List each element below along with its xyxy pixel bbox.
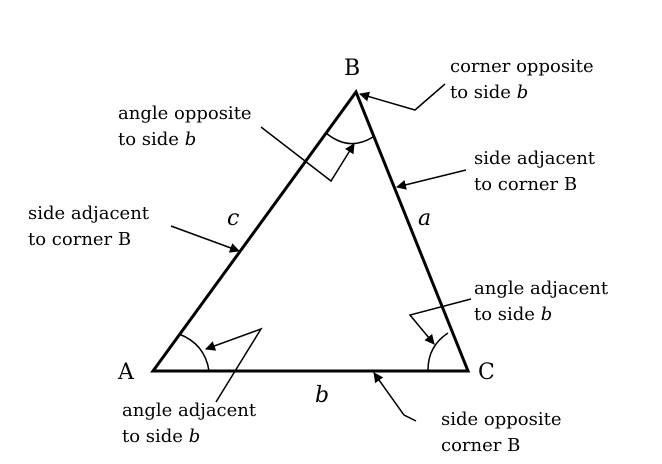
annotation-angle-opposite: angle opposite to side b bbox=[118, 101, 252, 153]
side-variable: b bbox=[184, 129, 197, 150]
angle-arc-a bbox=[178, 333, 210, 372]
annotation-line: side opposite bbox=[441, 409, 562, 430]
leader-side-adjacent-right bbox=[396, 169, 467, 190]
annotation-side-opposite: side opposite corner B bbox=[441, 407, 562, 459]
leader-side-adjacent-left bbox=[170, 225, 240, 253]
annotation-angle-adjacent-right: angle adjacent to side b bbox=[474, 276, 608, 328]
side-variable: b bbox=[516, 82, 529, 103]
annotation-line: to side b bbox=[474, 302, 608, 328]
annotation-line: side adjacent bbox=[28, 203, 150, 224]
vertex-label-b: B bbox=[344, 56, 361, 81]
vertex-label-a: A bbox=[118, 360, 134, 385]
annotation-line: to corner B bbox=[28, 229, 132, 250]
annotation-line: corner opposite bbox=[450, 56, 594, 77]
side-label-a: a bbox=[418, 206, 432, 231]
annotation-line: corner B bbox=[441, 435, 521, 456]
leader-side-opposite bbox=[373, 372, 417, 422]
annotation-line: to side b bbox=[122, 424, 256, 450]
annotation-line: to side b bbox=[118, 127, 252, 153]
side-variable: b bbox=[188, 426, 201, 447]
triangle bbox=[150, 88, 471, 373]
annotation-line: to side b bbox=[450, 80, 594, 106]
annotation-text: to side bbox=[474, 304, 541, 325]
annotation-text: to side bbox=[118, 129, 185, 150]
annotation-line: angle adjacent bbox=[474, 278, 609, 299]
leader-angle-adjacent-right bbox=[408, 298, 472, 345]
angle-arc-c bbox=[427, 332, 449, 371]
annotation-line: side adjacent bbox=[474, 148, 596, 169]
leader-corner-opposite bbox=[359, 83, 446, 111]
angle-arc-b bbox=[325, 132, 374, 145]
annotation-side-adjacent-right: side adjacent to corner B bbox=[474, 146, 595, 198]
annotation-line: to corner B bbox=[474, 174, 578, 195]
annotation-line: angle adjacent bbox=[122, 400, 257, 421]
side-label-c: c bbox=[227, 206, 240, 231]
annotation-side-adjacent-left: side adjacent to corner B bbox=[28, 201, 149, 253]
annotation-angle-adjacent-left: angle adjacent to side b bbox=[122, 398, 256, 450]
side-variable: b bbox=[540, 304, 553, 325]
annotation-text: to side bbox=[450, 82, 517, 103]
annotation-text: to side bbox=[122, 426, 189, 447]
annotation-line: angle opposite bbox=[118, 103, 252, 124]
annotation-corner-opposite: corner opposite to side b bbox=[450, 54, 594, 106]
side-label-b: b bbox=[315, 383, 330, 408]
leader-angle-opposite bbox=[260, 126, 355, 183]
leader-angle-adjacent-left bbox=[205, 327, 263, 403]
vertex-label-c: C bbox=[478, 360, 495, 385]
